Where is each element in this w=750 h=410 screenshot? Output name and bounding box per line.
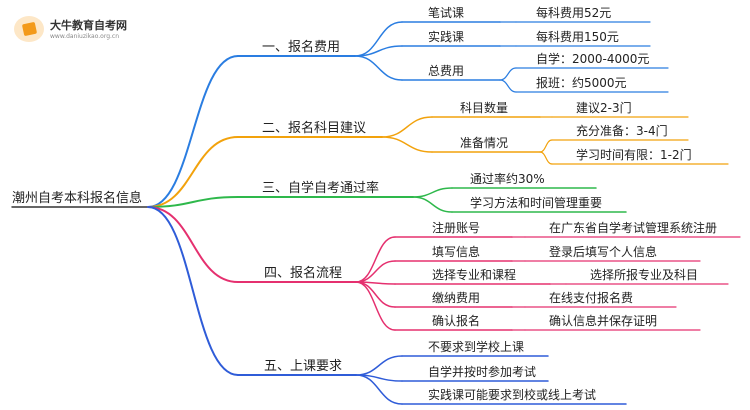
book-icon: [14, 16, 44, 42]
logo-url: www.daniuzikao.org.cn: [50, 33, 120, 40]
leaf-process-0-0: 在广东省自学考试管理系统注册: [549, 220, 717, 235]
node-process-1: 填写信息: [432, 244, 480, 259]
node-fee-1: 实践课: [428, 29, 464, 44]
edge-pass: [147, 196, 239, 208]
edge-process: [147, 206, 239, 283]
leaf-process-2-0: 选择所报专业及科目: [590, 267, 698, 282]
node-fee-2: 总费用: [428, 64, 464, 78]
edge-subjects-0: [381, 116, 433, 138]
edge-fee: [147, 55, 239, 208]
edge-pass-0: [412, 187, 453, 198]
edge-subjects: [147, 136, 239, 208]
edge-subjects-1: [381, 136, 433, 153]
node-process-0: 注册账号: [432, 220, 480, 235]
leaf-process-4-0: 确认信息并保存证明: [549, 313, 657, 328]
leaf-fee-1-0: 每科费用150元: [536, 29, 619, 44]
edge-process-4: [355, 281, 396, 331]
branch-subjects: 二、报名科目建议: [262, 120, 366, 136]
edge-pass-1: [412, 196, 453, 213]
node-subjects-0: 科目数量: [460, 100, 508, 115]
node-process-4: 确认报名: [432, 313, 480, 328]
edge-class-0: [355, 355, 403, 376]
edge-process-0: [355, 236, 396, 283]
logo-name: 大牛教育自考网: [50, 19, 127, 32]
edge-process-1: [355, 260, 396, 283]
edge-fee-2: [354, 55, 403, 81]
edge-subjects-1-1: [539, 151, 553, 165]
leaf-fee-0-0: 每科费用52元: [536, 5, 611, 20]
node-class-2: 实践课可能要求到校或线上考试: [428, 387, 596, 402]
root-node: 潮州自考本科报名信息: [12, 190, 142, 206]
node-class-0: 不要求到学校上课: [428, 339, 524, 354]
node-class-1: 自学并按时参加考试: [428, 364, 536, 379]
leaf-fee-2-0: 自学：2000-4000元: [536, 51, 649, 66]
leaf-subjects-1-1: 学习时间有限：1-2门: [576, 147, 692, 162]
branch-pass: 三、自学自考通过率: [262, 180, 379, 196]
site-logo: 大牛教育自考网 www.daniuzikao.org.cn: [14, 14, 164, 46]
leaf-subjects-1-0: 充分准备：3-4门: [576, 123, 668, 138]
edge-process-3: [355, 281, 396, 308]
leaf-process-3-0: 在线支付报名费: [549, 290, 633, 305]
node-process-2: 选择专业和课程: [432, 267, 516, 282]
edge-fee-2-1: [499, 79, 517, 93]
leaf-fee-2-1: 报班：约5000元: [536, 75, 627, 90]
edge-class-2: [355, 374, 403, 405]
leaf-subjects-0-0: 建议2-3门: [576, 100, 632, 115]
branch-process: 四、报名流程: [264, 265, 342, 281]
edge-subjects-1-0: [539, 139, 553, 153]
leaf-process-1-0: 登录后填写个人信息: [549, 244, 657, 259]
branch-class: 五、上课要求: [264, 359, 342, 374]
node-pass-1: 学习方法和时间管理重要: [470, 195, 602, 210]
edge-class: [147, 206, 239, 376]
node-pass-0: 通过率约30%: [470, 171, 545, 186]
edge-fee-2-0: [499, 67, 517, 81]
branch-fee: 一、报名费用: [262, 39, 340, 55]
node-subjects-1: 准备情况: [460, 136, 508, 150]
node-process-3: 缴纳费用: [432, 290, 480, 305]
node-fee-0: 笔试课: [428, 5, 464, 20]
